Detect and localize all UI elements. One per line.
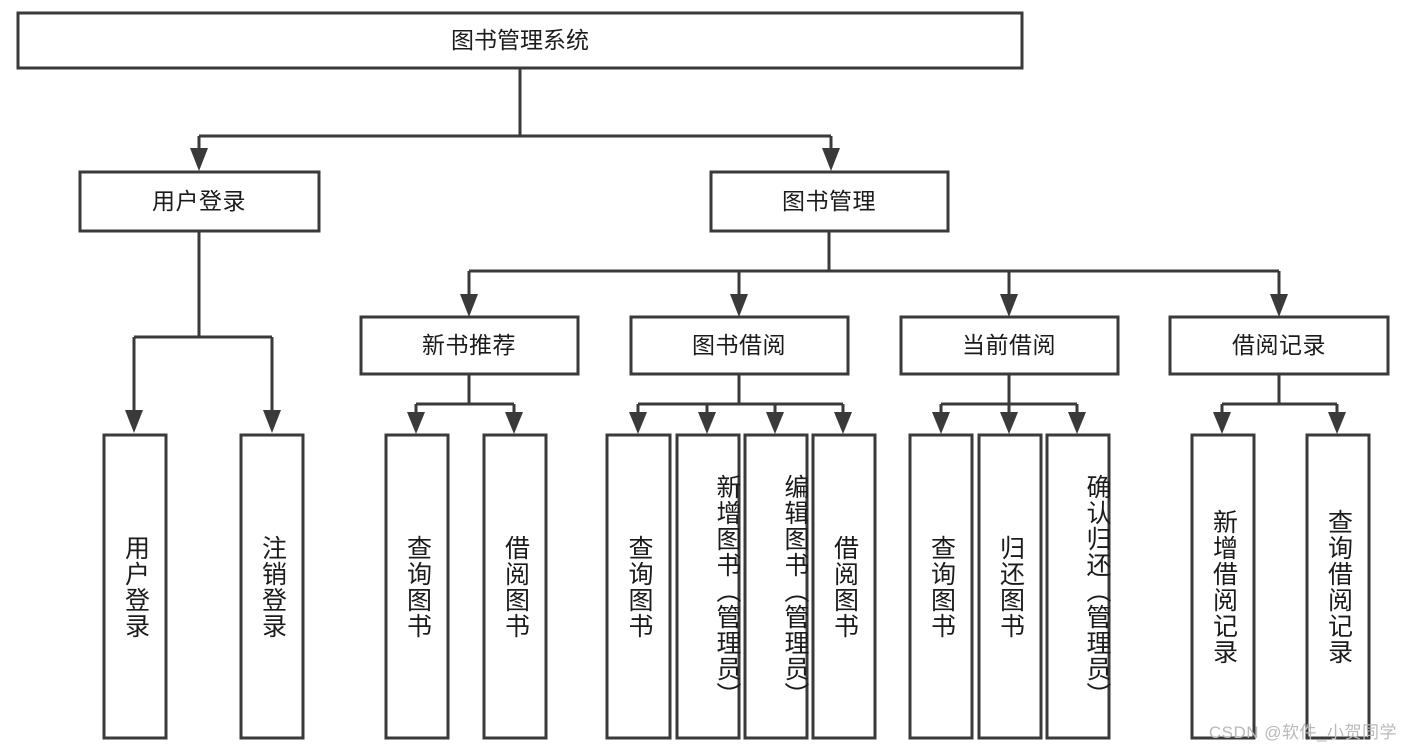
connector-book-borrow-to-leaves (629, 374, 852, 434)
node-book-manage[interactable]: 图书管理 (709, 170, 950, 233)
node-user-login-box[interactable] (78, 170, 321, 233)
node-root-label: 图书管理系统 (451, 27, 589, 53)
leaf-box-borrow-book-2[interactable] (811, 433, 877, 740)
node-book-borrow-label: 图书借阅 (692, 332, 786, 358)
leaf-box-query-book-3[interactable] (908, 433, 974, 740)
watermark-text: CSDN @软件_小贺同学 (1208, 723, 1397, 742)
node-current-borrow[interactable]: 当前借阅 (899, 315, 1120, 376)
leaf-box-query-book-1[interactable] (384, 433, 450, 740)
connector-new-book-rec-to-leaves (407, 374, 523, 434)
node-new-book-rec-box[interactable] (359, 315, 580, 376)
connector-book-manage-to-level3 (460, 231, 1288, 317)
leaf-box-add-book[interactable] (675, 433, 741, 740)
connector-borrow-record-to-leaves (1213, 374, 1346, 434)
arrowhead-icon (1068, 412, 1086, 434)
leaf-box-query-record[interactable] (1305, 433, 1371, 740)
arrowhead-icon (505, 412, 523, 434)
arrowhead-icon (190, 148, 208, 171)
node-borrow-record[interactable]: 借阅记录 (1168, 315, 1390, 376)
leaf-box-return-book[interactable] (977, 433, 1043, 740)
arrowhead-icon (407, 412, 425, 434)
arrowhead-icon (263, 410, 281, 433)
arrowhead-icon (834, 412, 852, 434)
node-new-book-rec[interactable]: 新书推荐 (359, 315, 580, 376)
leaf-box-borrow-book-1[interactable] (482, 433, 548, 740)
leaf-box-user-logout[interactable] (239, 433, 305, 740)
arrowhead-icon (730, 294, 748, 317)
leaf-box-user-login[interactable] (102, 433, 168, 740)
node-user-login[interactable]: 用户登录 (78, 170, 321, 233)
arrowhead-icon (1000, 412, 1018, 434)
node-root[interactable]: 图书管理系统 (16, 11, 1024, 70)
arrowhead-icon (1328, 412, 1346, 434)
arrowhead-icon (629, 412, 647, 434)
arrowhead-icon (932, 412, 950, 434)
node-root-box[interactable] (16, 11, 1024, 70)
connector-root-to-level2 (190, 68, 840, 171)
node-book-manage-label: 图书管理 (782, 188, 876, 214)
leaf-box-query-book-2[interactable] (605, 433, 672, 740)
connector-current-borrow-to-leaves (932, 374, 1086, 434)
arrowhead-icon (766, 412, 784, 434)
arrowhead-icon (698, 412, 716, 434)
node-user-login-label: 用户登录 (152, 188, 246, 214)
leaf-box-confirm-return[interactable] (1045, 433, 1111, 740)
arrowhead-icon (460, 294, 478, 317)
node-current-borrow-label: 当前借阅 (962, 332, 1056, 358)
arrowhead-icon (1000, 294, 1018, 317)
leaf-box-edit-book[interactable] (743, 433, 809, 740)
node-borrow-record-label: 借阅记录 (1232, 332, 1326, 358)
node-new-book-rec-label: 新书推荐 (422, 332, 516, 358)
leaf-box-add-record[interactable] (1190, 433, 1256, 740)
node-book-borrow[interactable]: 图书借阅 (629, 315, 850, 376)
connector-user-login-to-leaves (125, 231, 281, 433)
node-current-borrow-box[interactable] (899, 315, 1120, 376)
arrowhead-icon (822, 148, 840, 171)
arrowhead-icon (125, 410, 143, 433)
arrowhead-icon (1270, 294, 1288, 317)
arrowhead-icon (1213, 412, 1231, 434)
